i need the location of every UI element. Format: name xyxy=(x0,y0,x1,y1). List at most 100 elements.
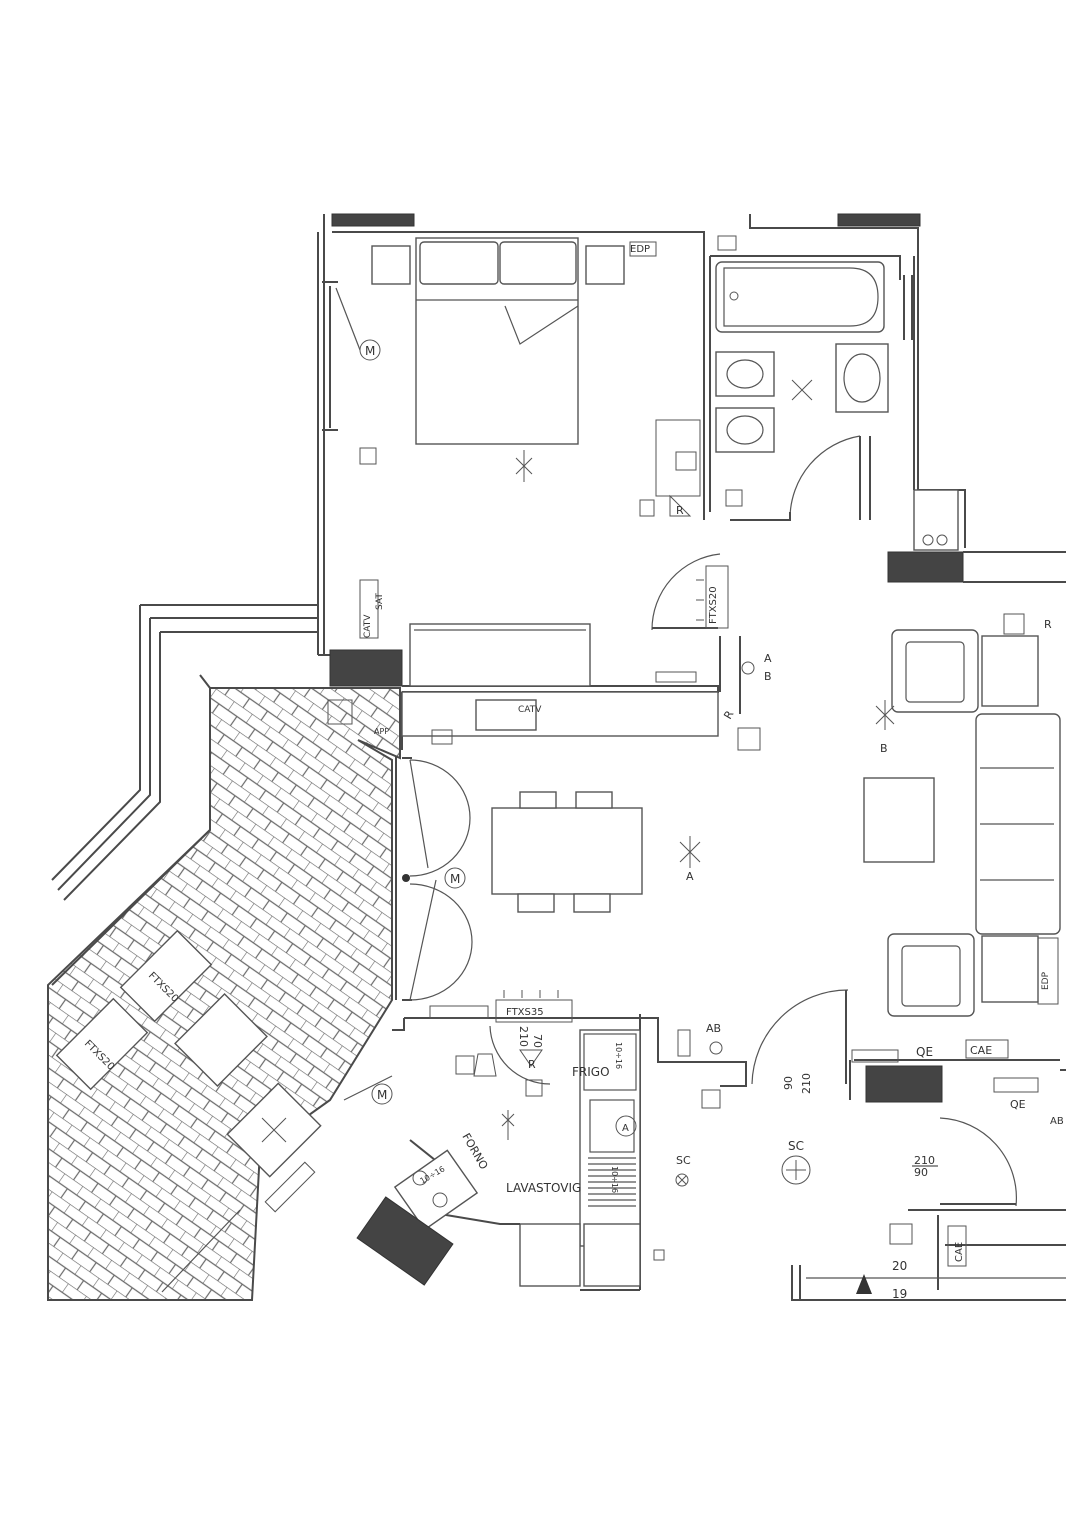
ac-unit-ftxs20 xyxy=(705,565,729,629)
outlet-kitchen-icon xyxy=(455,1055,475,1075)
door-swing-kitchen xyxy=(489,1025,551,1085)
radiator-kitchen xyxy=(429,1005,489,1019)
hob-burner-2 xyxy=(432,1192,448,1208)
motor-label-bedroom: M xyxy=(365,344,375,358)
blind-motor-dot xyxy=(402,874,410,882)
outlet-living-icon xyxy=(431,729,453,745)
stair-step-19: 19 xyxy=(892,1287,907,1301)
bed-pillow-right xyxy=(499,241,577,285)
cae-label-top: CAE xyxy=(970,1044,992,1057)
stair-step-20: 20 xyxy=(892,1259,907,1273)
dim-entry-bottom: 210 xyxy=(800,1073,813,1094)
ceiling-light-dining-icon xyxy=(679,836,701,868)
wardrobe xyxy=(409,623,591,687)
edp-label: EDP xyxy=(630,244,650,255)
chair-bottom-right xyxy=(573,893,611,913)
bathtub xyxy=(715,261,885,333)
drainer-ref: 10÷16 xyxy=(610,1166,619,1193)
washbasin-bowl xyxy=(843,353,881,403)
dim-wc-bottom: 90 xyxy=(914,1166,928,1179)
living-room: CATV APP A M B R EDP xyxy=(327,613,1061,1017)
switch-bathroom-icon xyxy=(725,489,743,507)
oven-label: FORNO xyxy=(459,1131,490,1172)
outdoor-utility-box xyxy=(174,993,268,1087)
stair-arrow-icon xyxy=(856,1274,872,1294)
bed-sheet-fold xyxy=(416,299,579,345)
motor-label-living: M xyxy=(450,872,460,886)
entry: 90 210 AB QE CAE QE AB SC 210 90 CAE 20 … xyxy=(677,989,1066,1301)
window-terrace-bottom xyxy=(161,1209,241,1293)
edp-label-living: EDP xyxy=(1041,971,1051,990)
nightstand-left xyxy=(371,245,411,285)
armchair-top-seat xyxy=(905,641,965,703)
catv-label: CATV xyxy=(363,614,373,638)
bedroom: M EDP CATV SAT R xyxy=(322,237,701,687)
door-swing-corridor xyxy=(651,553,721,631)
dim-door-bottom: 210 xyxy=(517,1026,530,1047)
qe-panel xyxy=(865,1065,943,1103)
sat-label: SAT xyxy=(375,593,385,610)
lamp-kitchen-icon xyxy=(473,1053,497,1077)
sofa-cushions xyxy=(980,767,1054,881)
thermostat-icon xyxy=(639,494,692,517)
outdoor-ac-unit-bottom xyxy=(55,997,149,1091)
radiator-label-corridor: R xyxy=(721,708,736,721)
ceiling-light-kitchen-icon xyxy=(501,1110,515,1140)
fridge-label: FRIGO xyxy=(572,1065,610,1079)
circuit-label-b-1: B xyxy=(764,670,772,683)
sink-bowl xyxy=(589,1099,635,1153)
switch-ab-icon xyxy=(741,661,755,675)
fridge xyxy=(583,1033,637,1091)
switch-panel-bedroom xyxy=(655,419,701,497)
ceiling-light-bathroom-icon xyxy=(791,379,813,401)
circuit-label-a-2: A xyxy=(686,870,694,883)
sc-label-entry: SC xyxy=(788,1139,804,1153)
intercom-icon xyxy=(327,699,353,725)
toilet-bowl xyxy=(726,359,764,389)
cae-box-top xyxy=(965,1039,1009,1059)
ac-unit-ftxs35-label: FTXS35 xyxy=(506,1007,544,1018)
dim-wc-top: 210 xyxy=(914,1154,935,1167)
smoke-sensor-entry-icon xyxy=(781,1155,811,1185)
radiator-entry xyxy=(677,1029,691,1057)
radiator-corridor xyxy=(655,671,697,683)
edp-box xyxy=(629,241,657,257)
boiler-symbol-2 xyxy=(936,534,948,546)
boiler-symbol xyxy=(922,534,934,546)
corridor-cabinet xyxy=(913,489,959,551)
smoke-sensor-kitchen-cross xyxy=(677,1175,687,1185)
outlet-kitchen-2-icon xyxy=(525,1079,543,1097)
switch-entry-icon xyxy=(701,1089,721,1109)
nightstand-right xyxy=(585,245,625,285)
window-bedroom xyxy=(322,281,338,431)
sink-drain-icon xyxy=(615,1115,637,1137)
motor-symbol-kitchen xyxy=(371,1083,393,1105)
bed-pillow-left xyxy=(419,241,499,285)
bidet xyxy=(715,407,775,453)
door-leaf-bathroom xyxy=(859,436,871,520)
ac-arrows-ftxs35 xyxy=(503,990,559,998)
radiator-label-kitchen: R xyxy=(528,1058,536,1071)
bathtub-inner xyxy=(723,267,879,327)
window-living-swing xyxy=(409,759,473,1001)
wall-pier-top-right xyxy=(837,213,921,227)
switch-icon xyxy=(675,451,697,471)
radiator-terrace xyxy=(264,1161,316,1213)
sc-label-kitchen: SC xyxy=(676,1154,691,1167)
door-swing-bathroom xyxy=(789,435,861,519)
outlet-bedroom-icon xyxy=(359,447,377,465)
door-swing-wc xyxy=(939,1117,1018,1207)
bidet-bowl xyxy=(726,415,764,445)
qe-label-right: QE xyxy=(1010,1098,1026,1111)
side-table-bottom xyxy=(981,935,1039,1003)
radiator-label-bedroom: R xyxy=(676,504,684,517)
outdoor-light-icon xyxy=(261,1117,287,1143)
motor-label-kitchen: M xyxy=(377,1088,387,1102)
chair-top-left xyxy=(519,791,557,809)
wall-pier-top-left xyxy=(331,213,415,227)
chair-bottom-left xyxy=(517,893,555,913)
catv-panel xyxy=(359,579,379,639)
outlet-sofa-icon xyxy=(1003,613,1025,635)
fridge-ref: 10÷16 xyxy=(614,1042,623,1069)
